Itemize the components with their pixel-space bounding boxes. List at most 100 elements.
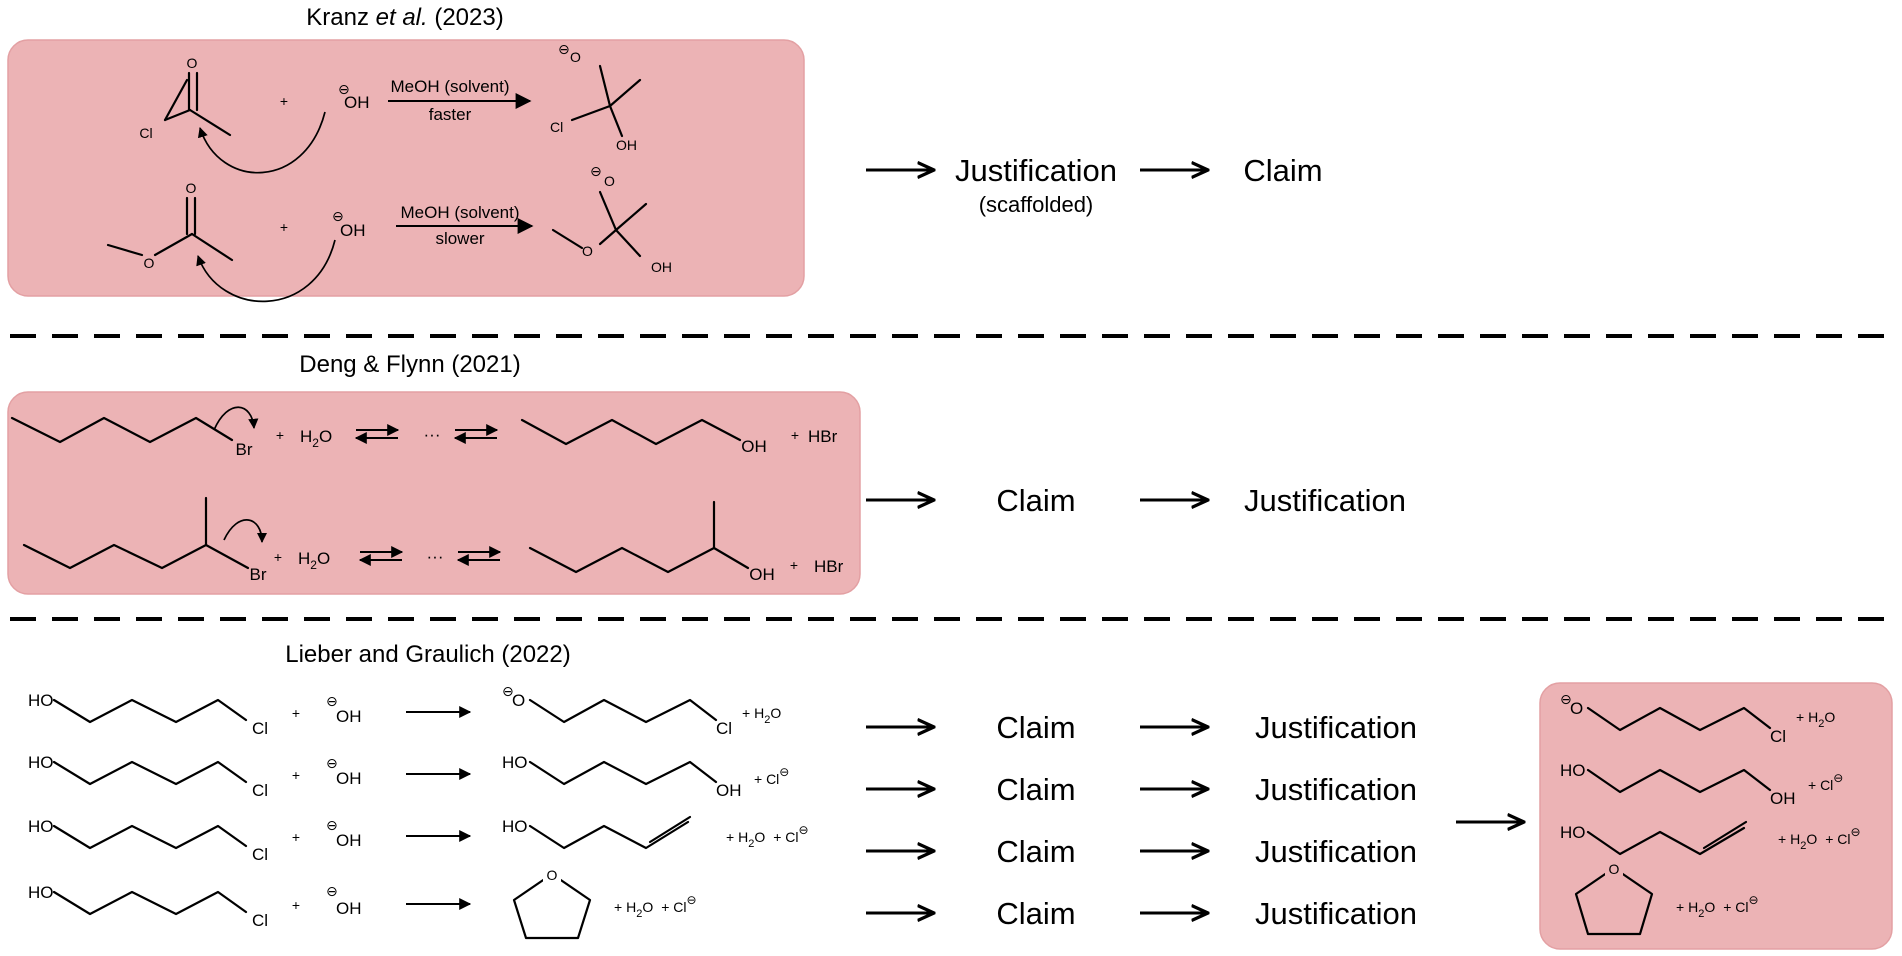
flow-row-3: Claim Justification (866, 834, 1417, 869)
flow-step-justification: Justification (955, 153, 1117, 188)
svg-text:⊖: ⊖ (326, 883, 338, 899)
svg-text:Cl: Cl (252, 781, 268, 800)
section-deng-flynn: Deng & Flynn (2021) Br + H2O ··· OH + HB… (7, 351, 1406, 595)
scaffold-box (7, 39, 805, 297)
svg-text:OH: OH (344, 93, 370, 112)
svg-text:HO: HO (28, 753, 54, 772)
reaction-methyl-acetate: O O + ⊖ OH MeOH (solvent) slower ⊖ O O O… (106, 163, 672, 303)
summary-products: ⊖ O Cl + H2O HO OH + Cl⊖ HO + H2O+ Cl⊖ O… (1560, 691, 1861, 936)
scaffold-box (1539, 682, 1893, 950)
svg-text:Cl: Cl (252, 845, 268, 864)
reaction-secondary-bromide: Br + H2O ··· OH + HBr (22, 496, 844, 584)
curved-arrow (223, 519, 268, 544)
reactant-row-1: HO Cl + ⊖ OH (28, 691, 472, 738)
flow-row-2: Claim Justification (866, 772, 1417, 807)
svg-text:+ Cl⊖: + Cl⊖ (1808, 771, 1843, 793)
svg-text:+: + (292, 767, 300, 783)
svg-text:O: O (570, 49, 581, 65)
svg-text:Justification: Justification (1255, 710, 1417, 745)
svg-text:Claim: Claim (996, 896, 1075, 931)
svg-text:Cl: Cl (139, 125, 152, 141)
flow-row-1: Claim Justification (866, 710, 1417, 745)
svg-text:O: O (512, 691, 525, 710)
svg-text:+: + (292, 829, 300, 845)
svg-text:+: + (292, 705, 300, 721)
flow-step-claim: Claim (996, 483, 1075, 518)
flow-note: (scaffolded) (979, 192, 1094, 217)
svg-text:HO: HO (502, 753, 528, 772)
reactant-row-4: HO Cl + ⊖ OH (28, 883, 472, 930)
svg-text:O: O (604, 173, 615, 189)
svg-text:Cl: Cl (716, 719, 732, 738)
svg-text:⊖: ⊖ (502, 683, 514, 699)
svg-text:MeOH (solvent): MeOH (solvent) (400, 203, 519, 222)
curved-arrow (213, 406, 259, 431)
svg-text:+: + (280, 219, 288, 235)
svg-text:O: O (582, 243, 593, 259)
svg-text:⊖: ⊖ (1560, 691, 1572, 707)
svg-text:OH: OH (1770, 789, 1796, 808)
svg-text:HO: HO (28, 691, 54, 710)
svg-text:+: + (292, 897, 300, 913)
svg-text:O: O (144, 255, 155, 271)
svg-text:+ H2O+ Cl⊖: + H2O+ Cl⊖ (726, 823, 809, 850)
svg-text:···: ··· (424, 425, 441, 444)
svg-text:+: + (790, 557, 798, 573)
svg-text:O: O (187, 55, 198, 71)
svg-text:OH: OH (340, 221, 366, 240)
svg-text:HO: HO (1560, 823, 1586, 842)
svg-text:+ H2O+ Cl⊖: + H2O+ Cl⊖ (1778, 825, 1861, 852)
svg-text:HO: HO (28, 817, 54, 836)
svg-text:Claim: Claim (996, 834, 1075, 869)
svg-text:···: ··· (427, 547, 444, 566)
svg-text:H2O: H2O (300, 427, 332, 450)
svg-text:Cl: Cl (1770, 727, 1786, 746)
svg-text:Justification: Justification (1255, 896, 1417, 931)
svg-text:O: O (186, 180, 197, 196)
svg-text:⊖: ⊖ (326, 817, 338, 833)
product-alkoxide: ⊖ O Cl + H2O (502, 683, 781, 738)
svg-text:HO: HO (28, 883, 54, 902)
svg-text:OH: OH (616, 137, 637, 153)
section-title: Deng & Flynn (2021) (299, 351, 520, 378)
svg-text:⊖: ⊖ (338, 81, 350, 97)
svg-text:O: O (1609, 861, 1620, 877)
svg-text:Justification: Justification (1255, 772, 1417, 807)
svg-text:+ H2O: + H2O (1796, 709, 1835, 730)
svg-text:OH: OH (336, 769, 362, 788)
reactant-row-3: HO Cl + ⊖ OH (28, 817, 472, 864)
svg-text:+ Cl⊖: + Cl⊖ (754, 765, 789, 787)
curved-attack-arrow (197, 111, 326, 174)
reactant-row-2: HO Cl + ⊖ OH (28, 753, 472, 800)
svg-text:HO: HO (1560, 761, 1586, 780)
svg-text:+: + (791, 427, 799, 443)
svg-text:+ H2O+ Cl⊖: + H2O+ Cl⊖ (1676, 893, 1759, 920)
svg-text:HBr: HBr (814, 557, 844, 576)
svg-text:MeOH (solvent): MeOH (solvent) (390, 77, 509, 96)
svg-text:Justification: Justification (1255, 834, 1417, 869)
svg-text:OH: OH (336, 707, 362, 726)
product-alkene: HO + H2O+ Cl⊖ (502, 815, 809, 850)
svg-text:OH: OH (651, 259, 672, 275)
svg-text:OH: OH (716, 781, 742, 800)
svg-text:slower: slower (435, 229, 484, 248)
svg-text:⊖: ⊖ (326, 755, 338, 771)
flow-step-claim: Claim (1243, 153, 1322, 188)
product-thf: O + H2O+ Cl⊖ (512, 864, 697, 940)
svg-text:Cl: Cl (550, 119, 563, 135)
svg-text:HO: HO (502, 817, 528, 836)
section-lieber-graulich: Lieber and Graulich (2022) HO Cl + ⊖ OH … (28, 641, 1893, 950)
svg-text:Cl: Cl (252, 911, 268, 930)
svg-text:Br: Br (250, 565, 267, 584)
svg-text:⊖: ⊖ (326, 693, 338, 709)
svg-text:⊖: ⊖ (332, 208, 344, 224)
svg-text:+: + (276, 427, 284, 443)
svg-text:faster: faster (429, 105, 472, 124)
svg-text:OH: OH (336, 831, 362, 850)
svg-text:OH: OH (749, 565, 775, 584)
section-title: Kranz et al. (2023) (306, 4, 503, 31)
svg-text:OH: OH (741, 437, 767, 456)
svg-text:+ H2O+ Cl⊖: + H2O+ Cl⊖ (614, 893, 697, 920)
svg-text:⊖: ⊖ (590, 163, 602, 179)
